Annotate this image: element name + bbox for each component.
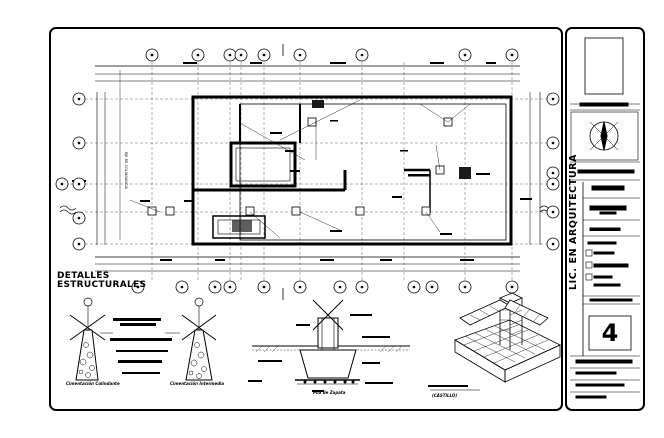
title-block-vertical-text: LIC. EN ARQUITECTURA	[568, 153, 579, 290]
sheet-border	[49, 27, 563, 411]
axis-note: EJE DE COLINDANCIA	[124, 152, 128, 189]
grid-bubbles-side	[55, 92, 560, 251]
caption-footing-2: Cimentación Intermedia	[170, 381, 225, 386]
detail-rebar-isometric	[430, 292, 561, 391]
grid-bubbles-bottom	[131, 280, 519, 294]
floor-plan	[59, 44, 557, 300]
detail-footing-2	[181, 297, 217, 381]
detail-footing-3	[252, 299, 410, 385]
title-block-border	[565, 27, 645, 411]
details-title: DETALLES ESTRUCTURALES	[57, 272, 146, 290]
detail-4-note	[428, 385, 468, 387]
details-title-line1: DETALLES	[57, 271, 110, 281]
detail-notes	[100, 318, 180, 374]
sheet-number: 4	[601, 319, 619, 347]
detail-footing-1	[69, 297, 106, 381]
details-title-line2: ESTRUCTURALES	[57, 280, 147, 290]
grid-bubbles-top	[145, 48, 519, 62]
grid-bubble-marks	[60, 53, 555, 289]
caption-footing-1: Cimentación Colindante	[66, 381, 120, 386]
caption-rebar: (CASTILLO)	[432, 393, 458, 398]
detail-3-notes	[248, 314, 393, 392]
caption-footing-3: Pila de Zapata	[313, 390, 346, 395]
title-block	[570, 37, 640, 399]
